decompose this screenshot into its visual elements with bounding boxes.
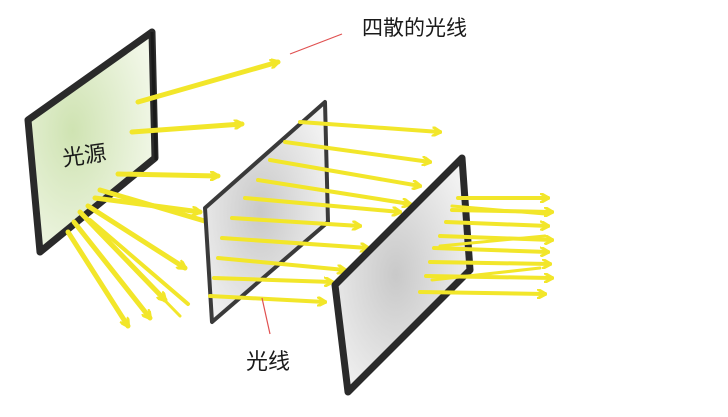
middle-rays — [208, 120, 440, 302]
ray-scatter-3 — [115, 174, 221, 176]
ray-exit-10 — [438, 234, 547, 248]
ray-scatter-6 — [85, 203, 188, 271]
ray-scatter-8 — [71, 219, 153, 321]
ray-exit-4 — [438, 234, 552, 240]
label-light-rays: 光线 — [246, 350, 291, 375]
pointer-line-rays — [261, 297, 271, 335]
ray-exit-6 — [428, 262, 550, 264]
ray-mid-5 — [243, 196, 400, 212]
ray-mid-7 — [220, 236, 368, 248]
ray-scatter-5 — [92, 195, 203, 212]
ray-exit-11 — [430, 266, 542, 282]
ray-mid-2 — [283, 140, 430, 162]
ray-scatter-2 — [129, 124, 245, 135]
ray-exit-7 — [424, 276, 552, 278]
ray-scatter-1 — [135, 62, 281, 105]
label-light-source: 光源 — [60, 141, 108, 172]
ray-mid-9 — [212, 276, 332, 282]
ray-mid-4 — [256, 178, 410, 204]
middle-panel — [203, 100, 330, 324]
scatter-rays — [65, 62, 281, 329]
right-panel — [331, 154, 474, 396]
ray-scatter-11 — [94, 228, 182, 318]
ray-mid-3 — [268, 158, 420, 186]
label-scatter-light: 四散的光线 — [362, 16, 467, 40]
ray-exit-8 — [418, 292, 545, 294]
ray-mid-1 — [298, 120, 440, 132]
ray-scatter-9 — [65, 229, 131, 329]
ray-scatter-10 — [88, 218, 190, 306]
ray-exit-5 — [432, 246, 548, 252]
ray-mid-10 — [208, 294, 325, 302]
ray-exit-9 — [450, 204, 547, 216]
pointer-line-scatter — [289, 33, 343, 55]
ray-exit-3 — [444, 220, 548, 226]
ray-mid-8 — [216, 256, 345, 270]
exit-rays — [418, 198, 552, 294]
ray-mid-6 — [230, 216, 360, 226]
